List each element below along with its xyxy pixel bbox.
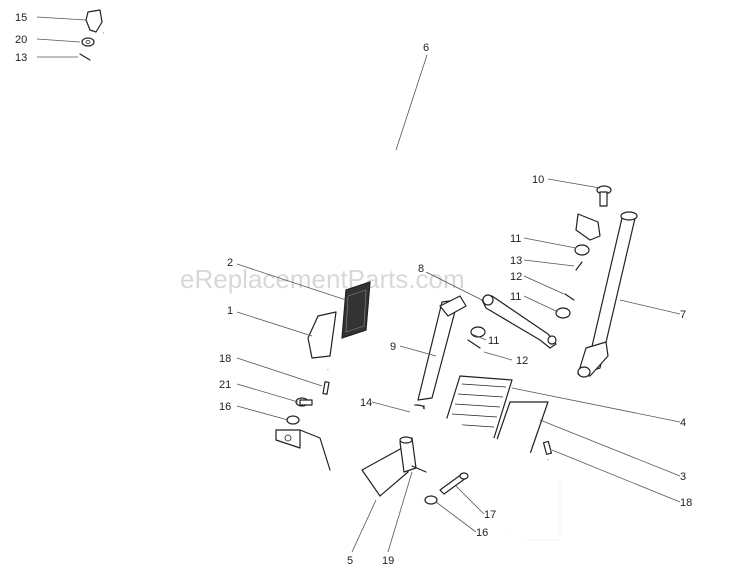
part-pin-12a [564,293,575,301]
part-clevis-15 [85,9,103,33]
callout-12: 12 [510,271,522,283]
part-rod-6 [103,31,601,241]
callout-3: 3 [680,471,686,483]
part-pin-18b [542,440,553,455]
part-plate-1 [307,311,337,359]
callout-18: 18 [680,497,692,509]
callout-2: 2 [227,257,233,269]
part-nut-11b [555,307,571,319]
callout-19: 19 [382,555,394,567]
part-pad-2 [341,281,371,339]
part-washer-20 [81,37,95,47]
part-pin-13a [79,53,91,61]
callout-10: 10 [532,174,544,186]
part-frame-5 [275,369,561,541]
callout-6: 6 [423,42,429,54]
callout-15: 15 [15,12,27,24]
callout-5: 5 [347,555,353,567]
callout-11: 11 [510,233,521,245]
callout-18: 18 [219,353,231,365]
part-nut-16a [286,415,300,425]
callout-13: 13 [510,255,522,267]
callout-16: 16 [219,401,231,413]
callout-8: 8 [418,263,424,275]
callout-labels: 15 20 13 6 10 11 13 8 12 11 2 7 1 9 11 1… [15,12,692,567]
callout-13: 13 [15,52,27,64]
callout-11: 11 [510,291,521,303]
callout-4: 4 [680,417,686,429]
callout-21: 21 [219,379,231,391]
callout-12: 12 [516,355,528,367]
part-pin-13b [575,261,583,271]
part-link-8 [481,294,557,349]
part-tube-7 [577,211,638,378]
part-nut-11c [470,326,486,338]
callout-9: 9 [390,341,396,353]
part-bolt-10 [596,185,612,207]
callout-7: 7 [680,309,686,321]
callout-1: 1 [227,305,233,317]
part-nut-11a [574,244,590,256]
part-bolt-21 [295,397,313,407]
part-rod-9 [417,295,467,401]
part-pin-18a [322,381,330,395]
part-nut-16b [424,495,438,505]
callout-14: 14 [360,397,372,409]
callout-11: 11 [488,335,499,347]
watermark-text: eReplacementParts.com [180,264,465,294]
leader-lines [36,16,681,553]
callout-17: 17 [484,509,496,521]
part-pin-19 [411,465,427,473]
part-bolt-17 [439,472,469,495]
callout-16: 16 [476,527,488,539]
part-pin-12b [467,339,481,349]
callout-20: 20 [15,34,27,46]
